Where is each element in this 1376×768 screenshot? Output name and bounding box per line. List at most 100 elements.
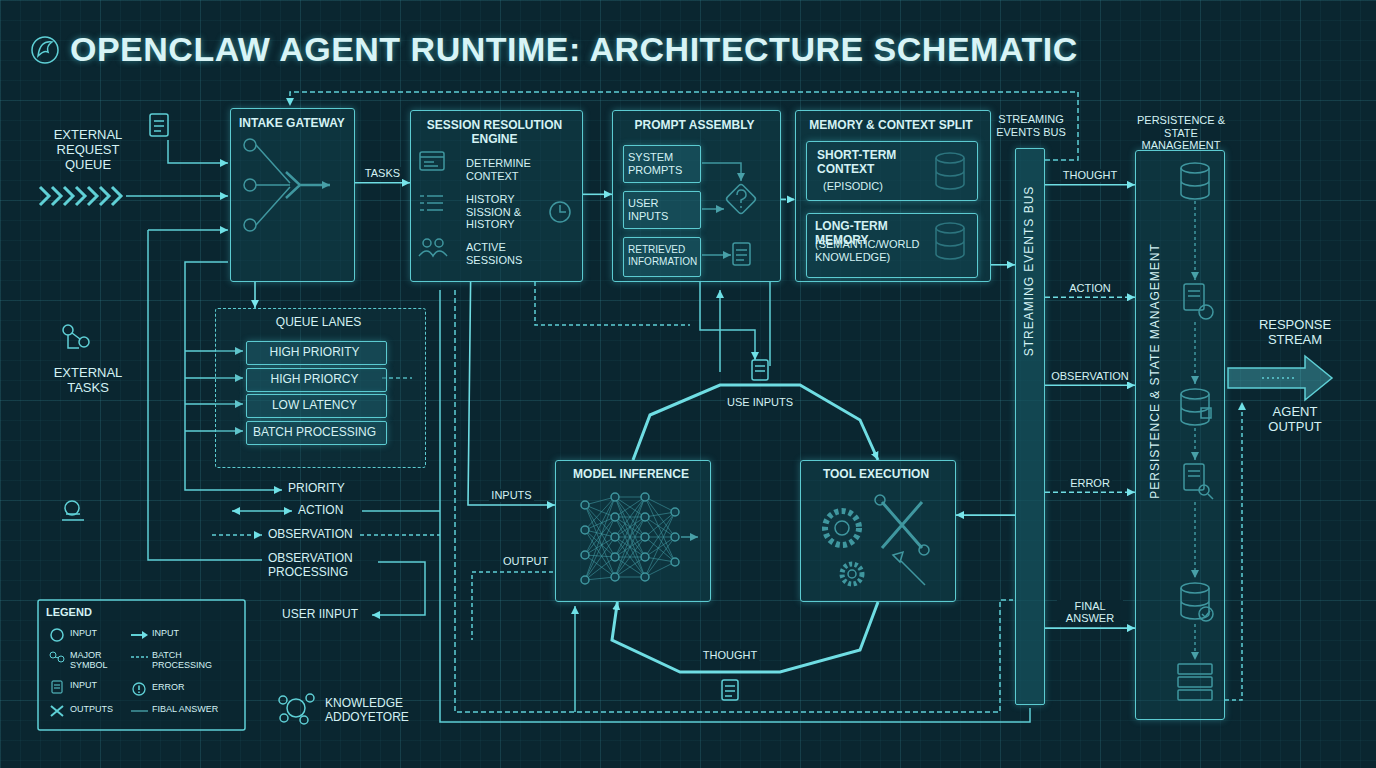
- flow-connector: [956, 514, 1015, 516]
- node-heading: TOOL EXECUTION: [801, 468, 951, 482]
- flow-connector: [781, 199, 795, 201]
- node-heading: QUEUE LANES: [216, 316, 421, 330]
- flow-connector: [1045, 184, 1135, 186]
- node-text: PERSISTENCE & STATE MANAGEMENT: [1149, 243, 1163, 499]
- node-text: HISTORY SISSION & HISTORY: [466, 193, 546, 231]
- art-path: [719, 290, 721, 372]
- node-heading: SHORT-TERM CONTEXT: [817, 149, 927, 177]
- node-heading: LOW LATENCY: [247, 399, 382, 413]
- event-bus: STREAMING EVENTS BUSSTREAMING EVENTS BUS: [1015, 148, 1045, 705]
- legend-text: INPUT: [70, 681, 126, 691]
- art-path: [455, 290, 1013, 712]
- node-text: DETERMINE CONTEXT: [466, 157, 546, 182]
- node-text: (EPISODIC): [823, 180, 923, 193]
- annotation-label: EXTERNAL REQUEST QUEUE: [38, 128, 138, 173]
- prompt-part: SYSTEM PROMPTS: [623, 145, 701, 183]
- legend-text: FIBAL ANSWER: [152, 705, 224, 715]
- art-path: [131, 634, 143, 636]
- art-rect: [150, 114, 168, 136]
- annotation-label: USER IINPUT: [282, 608, 358, 622]
- edge-label: TASKS: [363, 167, 402, 180]
- annotation-label: KNOWLEDGE ADDOYETORE: [325, 697, 435, 725]
- art-circle: [280, 714, 288, 722]
- art-path: [68, 333, 80, 348]
- flow-connector: [254, 282, 256, 308]
- legend-sample: [130, 704, 149, 718]
- node-heading: MEMORY & CONTEXT SPLIT: [796, 119, 986, 133]
- art-rect: [722, 680, 738, 700]
- legend-sample: [48, 650, 67, 664]
- legend-sample: [130, 628, 149, 642]
- queue-lane: LOW LATENCY: [246, 394, 387, 418]
- flow-connector: [633, 385, 878, 460]
- flow-connector: [612, 602, 878, 672]
- node-heading: PERSISTENCE & STATE MANAGEMENT: [1126, 114, 1236, 152]
- annotation-label: EXTERNAL TASKS: [38, 366, 138, 396]
- annotation-label: LEGEND: [46, 606, 92, 619]
- annotation-label: OBSERVATION PROCESSING: [268, 552, 373, 580]
- art-path: [232, 510, 292, 512]
- art-path: [535, 282, 690, 325]
- edge-label: THOUGHT: [701, 649, 759, 662]
- annotation-label: OBSERVATION: [268, 528, 353, 542]
- art-path: [131, 711, 148, 712]
- art-circle: [133, 683, 145, 695]
- diagram-title: OPENCLAW AGENT RUNTIME: ARCHITECTURE SCH…: [70, 30, 1078, 69]
- flow-connector: [1045, 384, 1135, 386]
- annotation-label: OUTPUT: [503, 555, 548, 568]
- art-path: [212, 534, 262, 536]
- node-text: STREAMING EVENTS BUS: [1023, 186, 1037, 357]
- art-path: [154, 121, 164, 131]
- memory-store: SHORT-TERM CONTEXT (EPISODIC): [806, 141, 978, 201]
- edge-label: ACTION: [1067, 282, 1113, 295]
- prompt-part: USER INPUTS: [623, 191, 701, 229]
- annotation-label: PRIORITY: [288, 482, 345, 496]
- engine-box: SESSION RESOLUTION ENGINE DETERMINE CONTE…: [410, 110, 583, 282]
- art-path: [51, 706, 63, 716]
- node-heading: RETRIEVED INFORMATION: [628, 244, 698, 267]
- node-heading: SYSTEM PROMPTS: [628, 151, 698, 176]
- gateway-box: INTAKE GATEWAY: [230, 108, 355, 282]
- art-strokes: [32, 37, 1332, 730]
- legend-sample: [130, 682, 149, 696]
- art-path: [725, 686, 735, 696]
- art-path: [472, 572, 553, 640]
- legend-text: OUTPUTS: [70, 705, 126, 715]
- art-path: [138, 686, 140, 694]
- art-path: [168, 140, 228, 163]
- legend-sample: [130, 650, 149, 664]
- art-path: [769, 282, 771, 366]
- art-path: [1262, 377, 1296, 379]
- node-heading: SESSION RESOLUTION ENGINE: [411, 119, 578, 147]
- node-heading: INTAKE GATEWAY: [239, 117, 345, 131]
- node-heading: PROMPT ASSEMBLY: [613, 119, 776, 133]
- annotation-label: AGENT OUTPUT: [1248, 405, 1342, 435]
- queue-lane: HIGH PRIORITY: [246, 341, 387, 365]
- art-path: [55, 657, 59, 658]
- edge-label: FINAL ANSWER: [1057, 600, 1123, 625]
- flow-connector: [1045, 491, 1135, 493]
- flow-connector: [991, 264, 1015, 266]
- art-path: [40, 187, 121, 205]
- node-heading: STREAMING EVENTS BUS: [991, 113, 1071, 138]
- art-path: [755, 366, 765, 371]
- edge-label: ERROR: [1068, 477, 1112, 490]
- memory-store: LONG-TERM MEMORY(SEMANTIC/WORLD KNOWLEDG…: [806, 213, 978, 278]
- annotation-label: RESPONSE STREAM: [1248, 318, 1342, 348]
- memory-box: MEMORY & CONTEXT SPLIT SHORT-TERM CONTEXT…: [795, 110, 991, 282]
- queue-lane: HIGH PRIORCY: [246, 368, 387, 392]
- node-text: ACTIVE SESSIONS: [466, 241, 546, 266]
- art-path: [360, 534, 440, 536]
- tool-box: TOOL EXECUTION: [800, 460, 956, 602]
- node-heading: USER INPUTS: [628, 197, 698, 222]
- art-path: [372, 562, 425, 615]
- art-path: [126, 195, 228, 197]
- art-path: [62, 514, 84, 520]
- art-circle: [63, 325, 73, 335]
- art-circle: [58, 656, 64, 662]
- edge-label: USE INPUTS: [725, 396, 795, 409]
- art-circle: [300, 716, 308, 724]
- inference-box: MODEL INFERENCE: [555, 460, 711, 602]
- node-heading: HIGH PRIORCY: [247, 373, 382, 387]
- edge-label: OBSERVATION: [1049, 370, 1131, 383]
